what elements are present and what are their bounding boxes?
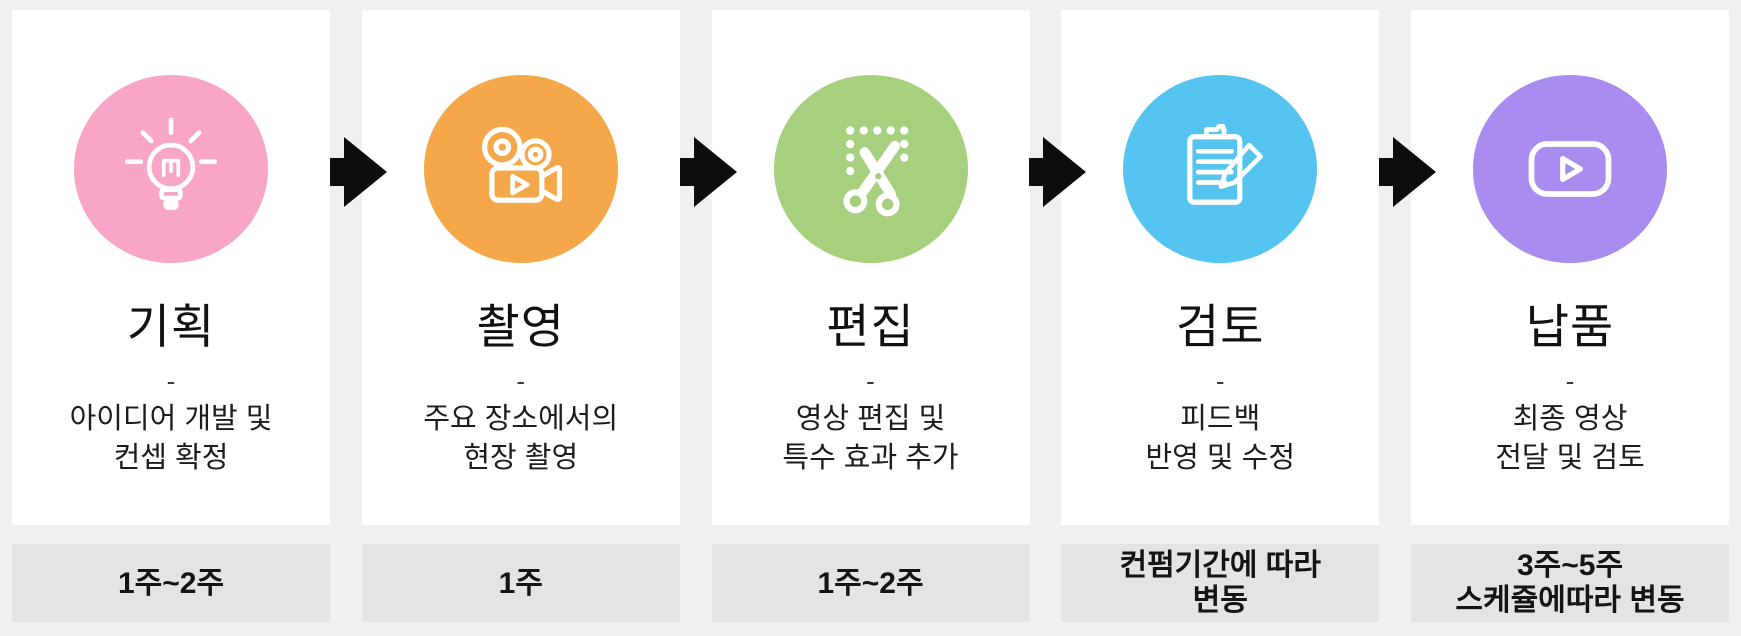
arrow-right-icon bbox=[330, 137, 387, 207]
arrow-right-icon bbox=[1029, 137, 1086, 207]
clipboard-pencil-icon bbox=[1168, 117, 1272, 221]
step-title: 검토 bbox=[1176, 300, 1265, 353]
steps-row: 기획 - 아이디어 개발 및 컨셉 확정 bbox=[12, 10, 1729, 525]
scissors-icon bbox=[819, 117, 923, 221]
step-title: 편집 bbox=[826, 300, 915, 353]
duration-bar-filming: 1주 bbox=[361, 544, 680, 622]
step-title: 촬영 bbox=[476, 300, 565, 353]
duration-bar-editing: 1주~2주 bbox=[711, 544, 1030, 622]
review-circle bbox=[1123, 75, 1318, 263]
duration-bars-row: 1주~2주 1주 1주~2주 컨펌기간에 따라 변동 3주~5주 스케쥴에따라 … bbox=[12, 544, 1729, 622]
step-description: 아이디어 개발 및 컨셉 확정 bbox=[69, 402, 273, 474]
step-description: 주요 장소에서의 현장 촬영 bbox=[423, 402, 619, 474]
step-card-planning: 기획 - 아이디어 개발 및 컨셉 확정 bbox=[12, 10, 330, 525]
editing-circle bbox=[773, 75, 968, 263]
duration-bar-delivery: 3주~5주 스케쥴에따라 변동 bbox=[1411, 544, 1729, 622]
step-description: 영상 편집 및 특수 효과 추가 bbox=[782, 402, 959, 474]
step-card-delivery: 납품 - 최종 영상 전달 및 검토 bbox=[1411, 10, 1729, 525]
step-title: 기획 bbox=[126, 300, 216, 353]
filming-circle bbox=[423, 75, 618, 263]
step-description: 피드백 반영 및 수정 bbox=[1145, 402, 1295, 474]
planning-circle bbox=[74, 75, 268, 263]
duration-bar-review: 컨펌기간에 따라 변동 bbox=[1061, 544, 1380, 622]
arrow-right-icon bbox=[680, 137, 737, 207]
youtube-play-icon bbox=[1518, 117, 1622, 221]
dash-separator: - bbox=[1215, 366, 1225, 397]
dash-separator: - bbox=[166, 366, 176, 397]
dash-separator: - bbox=[866, 366, 875, 397]
dash-separator: - bbox=[516, 366, 526, 397]
delivery-circle bbox=[1473, 75, 1667, 263]
lightbulb-icon bbox=[119, 117, 223, 221]
step-card-review: 검토 - 피드백 반영 및 수정 bbox=[1061, 10, 1380, 525]
arrow-right-icon bbox=[1379, 137, 1436, 207]
step-title: 납품 bbox=[1525, 300, 1615, 353]
step-description: 최종 영상 전달 및 검토 bbox=[1495, 402, 1645, 474]
dash-separator: - bbox=[1565, 366, 1575, 397]
step-card-editing: 편집 - 영상 편집 및 특수 효과 추가 bbox=[711, 10, 1030, 525]
video-camera-icon bbox=[469, 117, 573, 221]
duration-bar-planning: 1주~2주 bbox=[12, 544, 330, 622]
step-card-filming: 촬영 - 주요 장소에서의 현장 촬영 bbox=[361, 10, 680, 525]
